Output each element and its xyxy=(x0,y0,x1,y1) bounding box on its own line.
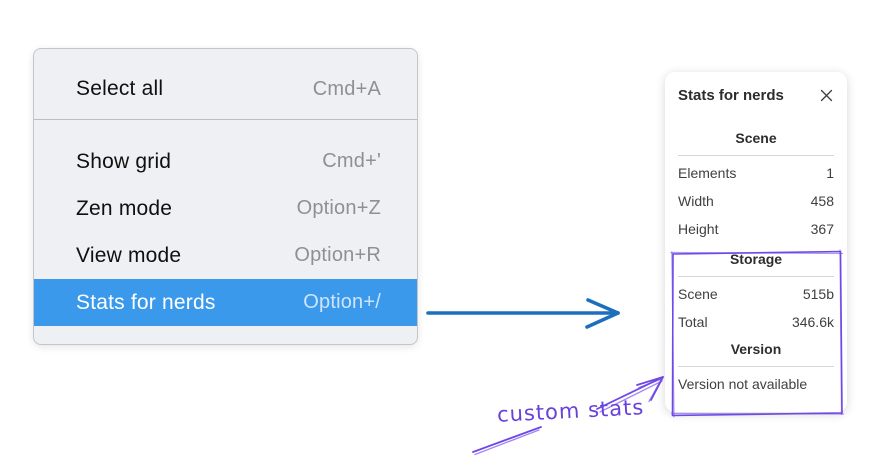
menu-item-label: Stats for nerds xyxy=(76,290,216,314)
stat-value: 1 xyxy=(826,165,834,181)
section-divider xyxy=(678,155,834,156)
stat-row-width: Width 458 xyxy=(678,187,834,215)
section-divider xyxy=(678,366,834,367)
stat-value: 515b xyxy=(802,286,834,302)
menu-item-shortcut: Option+Z xyxy=(296,197,381,219)
menu-item-label: Show grid xyxy=(76,149,172,173)
menu-item-label: View mode xyxy=(76,243,182,267)
stat-label: Height xyxy=(678,221,719,237)
menu-item-shortcut: Option+/ xyxy=(303,291,381,313)
close-icon[interactable] xyxy=(818,87,834,103)
stat-row-scene-size: Scene 515b xyxy=(678,280,834,308)
panel-header: Stats for nerds xyxy=(678,85,834,105)
panel-title: Stats for nerds xyxy=(678,86,784,104)
menu-item-zen-mode[interactable]: Zen mode Option+Z xyxy=(34,185,417,232)
menu-item-select-all[interactable]: Select all Cmd+A xyxy=(34,59,417,119)
section-heading-version: Version xyxy=(730,341,782,357)
stat-value: 367 xyxy=(810,221,834,237)
section-divider xyxy=(678,276,834,277)
menu-item-shortcut: Cmd+A xyxy=(312,77,381,100)
stat-label: Width xyxy=(678,193,714,209)
context-menu: Select all Cmd+A Show grid Cmd+' Zen mod… xyxy=(33,48,418,345)
stat-value: 458 xyxy=(810,193,834,209)
stat-label: Elements xyxy=(678,165,737,181)
stat-row-elements: Elements 1 xyxy=(678,159,834,187)
section-heading-scene: Scene xyxy=(735,130,777,146)
menu-item-shortcut: Option+R xyxy=(294,244,381,266)
menu-item-shortcut: Cmd+' xyxy=(322,150,381,172)
stat-label: Scene xyxy=(678,286,718,302)
menu-item-label: Zen mode xyxy=(76,196,173,220)
stat-value: 346.6k xyxy=(791,314,834,330)
stats-for-nerds-panel: Stats for nerds Scene Elements 1 Width 4… xyxy=(665,72,847,412)
stat-row-total-size: Total 346.6k xyxy=(678,308,834,336)
section-heading-storage: Storage xyxy=(729,251,783,267)
menu-divider xyxy=(34,119,417,120)
menu-item-view-mode[interactable]: View mode Option+R xyxy=(34,232,417,279)
x-mark-icon xyxy=(820,89,832,101)
stat-row-height: Height 367 xyxy=(678,215,834,243)
menu-item-stats-for-nerds[interactable]: Stats for nerds Option+/ xyxy=(34,279,417,326)
custom-stats-annotation: custom stats xyxy=(496,395,645,427)
stat-label: Total xyxy=(678,314,708,330)
menu-item-show-grid[interactable]: Show grid Cmd+' xyxy=(34,138,417,185)
blue-right-arrow xyxy=(426,298,620,329)
version-note: Version not available xyxy=(678,376,808,392)
menu-item-label: Select all xyxy=(76,77,164,100)
